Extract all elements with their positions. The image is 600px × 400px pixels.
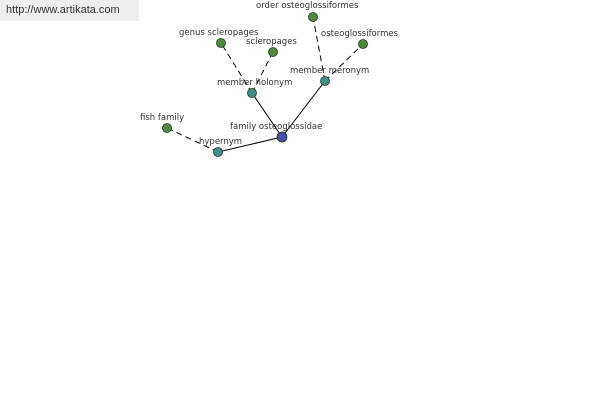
edge-holonym-scleropages [251, 51, 274, 94]
node-hypernym[interactable] [213, 147, 223, 157]
label-order-osteoglossiformes[interactable]: order osteoglossiformes [256, 1, 359, 11]
node-order-osteoglossiformes[interactable] [308, 12, 318, 22]
node-scleropages[interactable] [268, 47, 278, 57]
label-holonym[interactable]: member holonym [217, 78, 292, 88]
edge-center-meronym [281, 80, 326, 138]
graph-edges [166, 16, 364, 153]
label-scleropages[interactable]: scleropages [246, 37, 297, 47]
label-meronym[interactable]: member meronym [290, 66, 369, 76]
label-osteoglossiformes[interactable]: osteoglossiformes [321, 29, 399, 39]
node-fish-family[interactable] [162, 123, 172, 133]
graph-nodes [162, 12, 368, 157]
node-genus-scleropages[interactable] [216, 38, 226, 48]
label-center[interactable]: family osteoglossidae [230, 122, 322, 132]
label-genus-scleropages[interactable]: genus scleropages [179, 28, 259, 38]
edge-meronym-osteoglossiformes [324, 43, 364, 82]
node-center[interactable] [276, 131, 288, 143]
edge-center-hypernym [217, 136, 283, 153]
node-holonym[interactable] [247, 88, 257, 98]
node-meronym[interactable] [320, 76, 330, 86]
label-hypernym[interactable]: hypernym [199, 137, 242, 147]
edge-meronym-order_osteoglossiformes [312, 16, 326, 82]
graph-labels: family osteoglossidae hypernym member holo… [140, 1, 399, 147]
node-osteoglossiformes[interactable] [358, 39, 368, 49]
edge-center-holonym [251, 92, 283, 138]
site-url-banner[interactable]: http://www.artikata.com [0, 0, 139, 21]
label-fish-family[interactable]: fish family [140, 113, 184, 123]
